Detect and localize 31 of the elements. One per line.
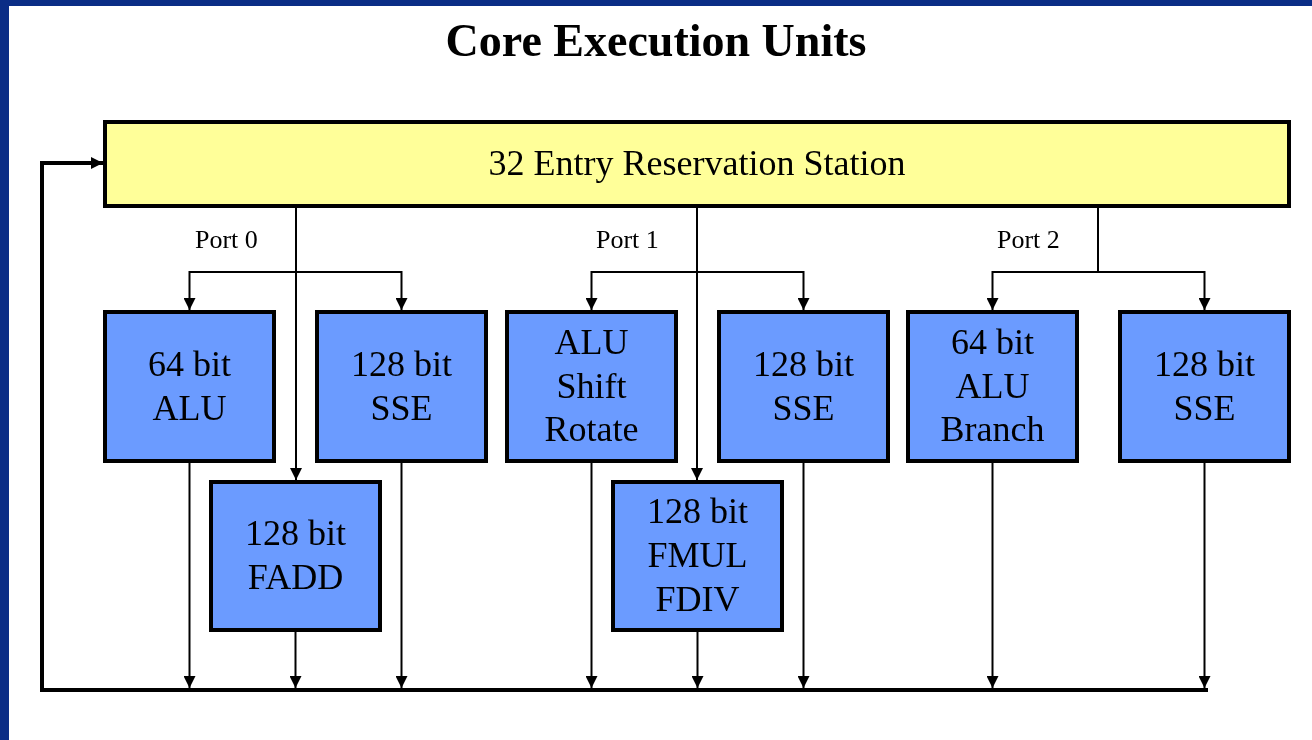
unit-label: 32 Entry Reservation Station [488,142,906,186]
arrow [797,462,810,689]
unit-label: ALU Shift Rotate [543,320,640,452]
execution-unit-box [611,480,784,632]
reservation-station-box [103,120,1291,208]
arrow [696,207,810,311]
arrow [986,462,999,689]
feedback-arrow [40,157,103,688]
unit-label: 128 bit FMUL FDIV [646,490,749,621]
arrow [1097,207,1211,311]
execution-unit-box [505,310,678,463]
execution-unit-box [906,310,1079,463]
arrow [183,462,196,689]
execution-unit-box [717,310,890,463]
arrow [1198,462,1211,689]
execution-unit-box [209,480,382,632]
execution-unit-box [315,310,488,463]
unit-label: 128 bit SSE [350,342,453,430]
arrow [691,631,704,689]
arrow [395,462,408,689]
execution-unit-box [1118,310,1291,463]
unit-label: 64 bit ALU Branch [939,320,1046,452]
diagram-title: Core Execution Units [445,15,867,66]
arrow [295,207,408,311]
unit-label: 128 bit FADD [244,512,347,599]
execution-unit-box [103,310,276,463]
arrow [585,462,598,689]
unit-label: 128 bit SSE [1153,342,1256,430]
unit-label: 64 bit ALU [147,342,232,430]
arrow [289,631,302,689]
unit-label: 128 bit SSE [752,342,855,430]
